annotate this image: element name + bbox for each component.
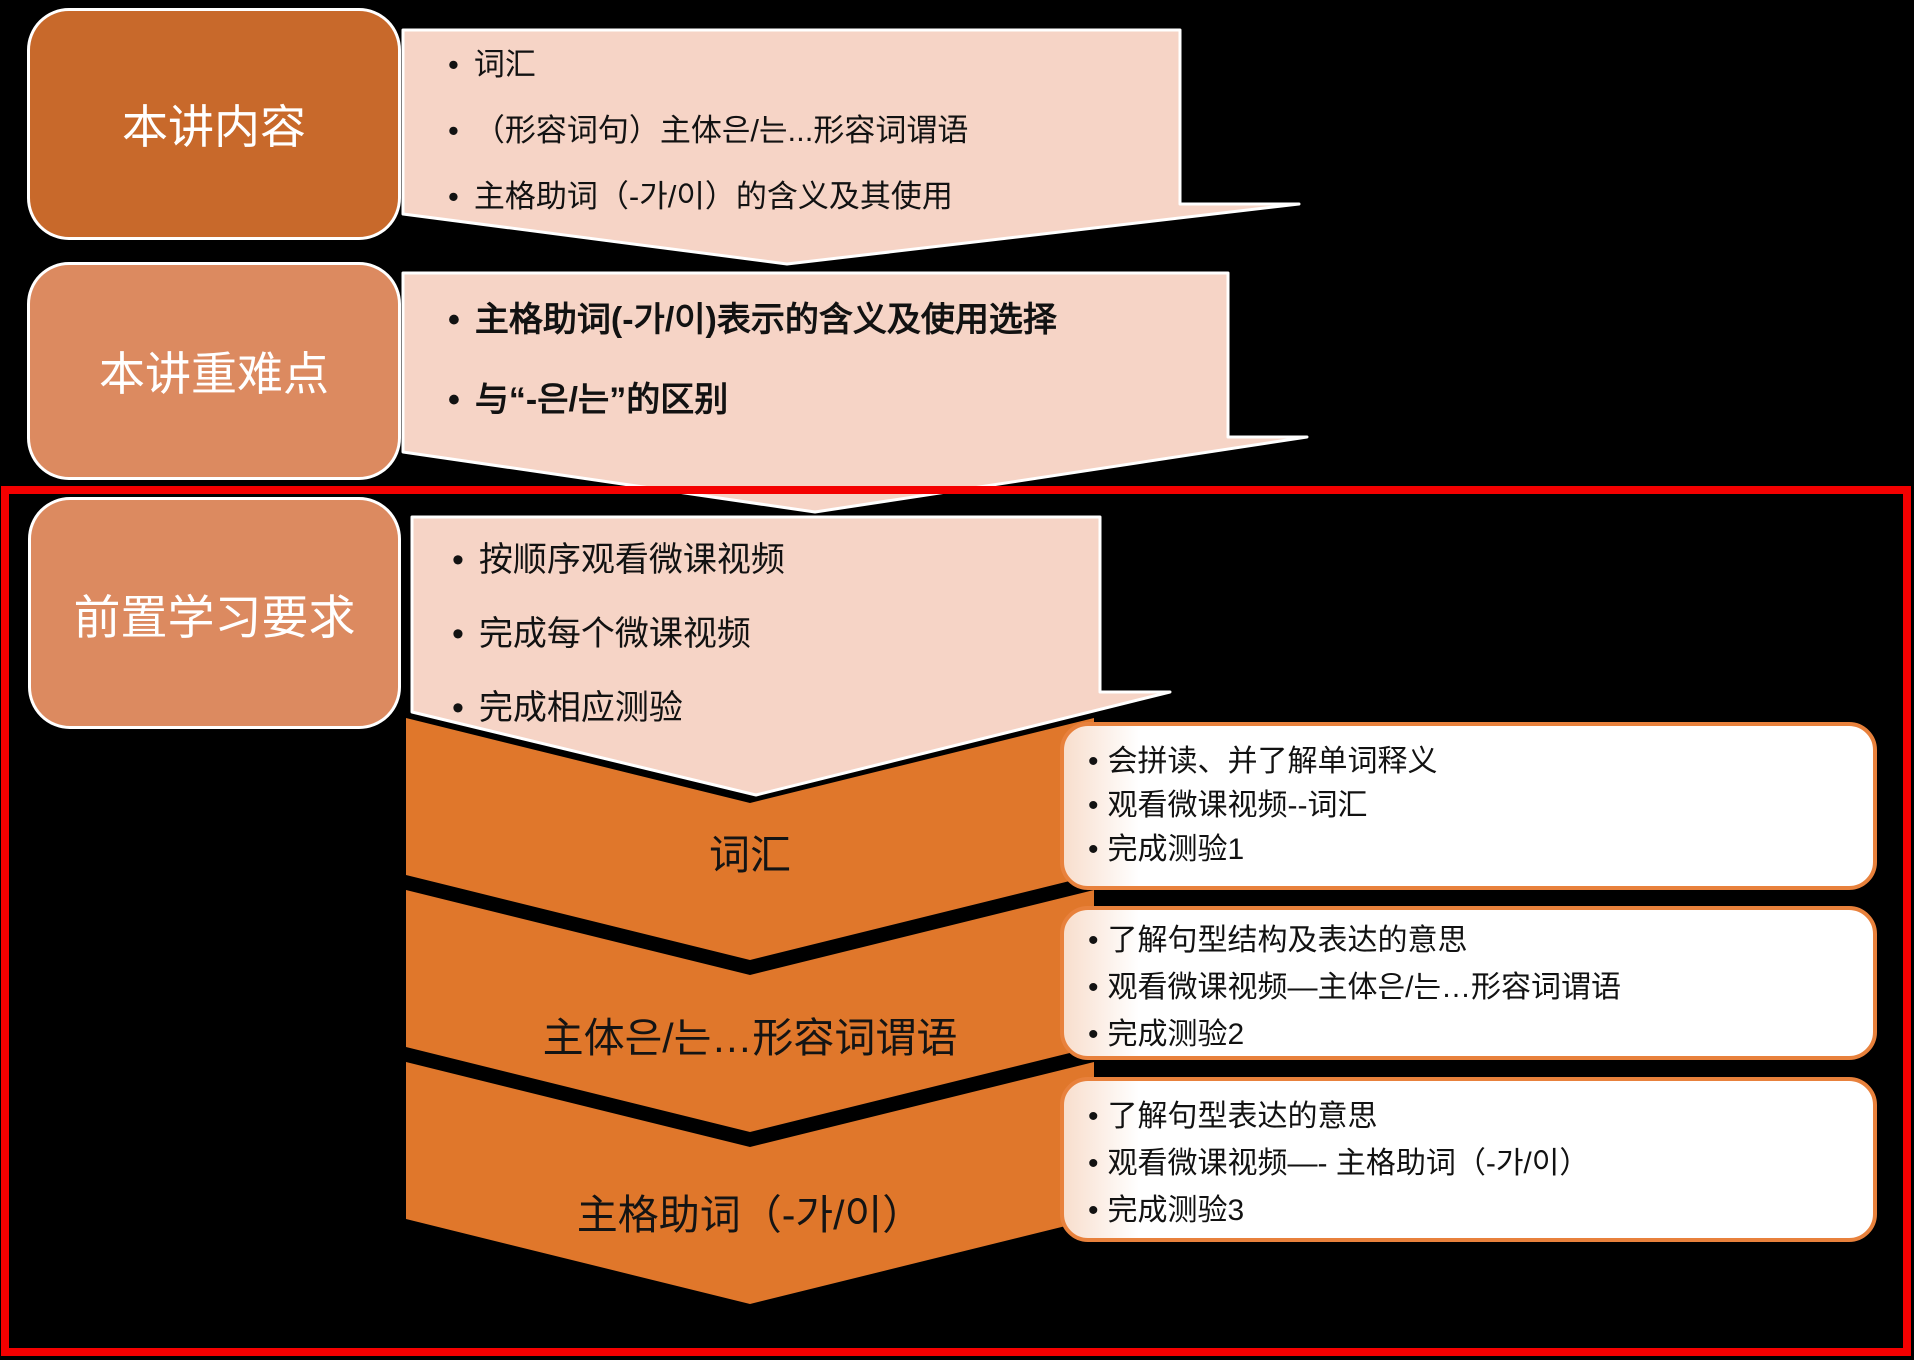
callout-bullet: 完成相应测验 bbox=[452, 671, 785, 745]
detail-bullet: 完成测验3 bbox=[1088, 1187, 1849, 1234]
chevron-particle-label: 主格助词（-가/이） bbox=[576, 1192, 924, 1238]
lecture-keypoints-label: 本讲重难点 bbox=[99, 348, 329, 400]
keypoints-callout-bullets: 主格助词(-가/이)表示的含义及使用选择 与“-은/는”的区别 bbox=[448, 280, 1057, 440]
callout-bullet: 与“-은/는”的区别 bbox=[448, 360, 1057, 440]
callout-bullet: 词汇 bbox=[448, 32, 968, 98]
chevron-subject-shape bbox=[406, 890, 1094, 1132]
chevron-vocab-label: 词汇 bbox=[709, 832, 791, 878]
lecture-keypoints-box: 本讲重难点 bbox=[27, 262, 401, 480]
detail-bullet: 完成测验1 bbox=[1088, 828, 1849, 872]
detail-bullet: 观看微课视频—- 主格助词（-가/이） bbox=[1088, 1140, 1849, 1187]
detail-bullet: 了解句型表达的意思 bbox=[1088, 1093, 1849, 1140]
detail-bullet: 观看微课视频--词汇 bbox=[1088, 784, 1849, 828]
prereq-callout-bullets: 按顺序观看微课视频 完成每个微课视频 完成相应测验 bbox=[452, 523, 785, 745]
content-callout-bullets: 词汇 （形容词句）主体은/는...形容词谓语 主格助词（-가/이）的含义及其使用 bbox=[448, 32, 969, 230]
lecture-content-label: 本讲内容 bbox=[122, 101, 306, 153]
lecture-content-box: 本讲内容 bbox=[27, 8, 401, 240]
particle-detail-box: 了解句型表达的意思 观看微课视频—- 主格助词（-가/이） 完成测验3 bbox=[1060, 1077, 1877, 1242]
prereq-requirements-box: 前置学习要求 bbox=[28, 497, 401, 729]
callout-bullet: 主格助词（-가/이）的含义及其使用 bbox=[448, 164, 968, 230]
prereq-requirements-label: 前置学习要求 bbox=[73, 590, 356, 644]
callout-bullet: 完成每个微课视频 bbox=[452, 597, 785, 671]
detail-bullet: 完成测验2 bbox=[1088, 1011, 1849, 1058]
chevron-vocab-shape bbox=[406, 718, 1094, 960]
chevron-particle-shape bbox=[406, 1062, 1094, 1304]
detail-bullet: 了解句型结构及表达的意思 bbox=[1088, 917, 1849, 964]
callout-bullet: （形容词句）主体은/는...形容词谓语 bbox=[448, 98, 969, 164]
vocab-detail-box: 会拼读、并了解单词释义 观看微课视频--词汇 完成测验1 bbox=[1060, 722, 1877, 890]
detail-bullet: 观看微课视频—主体은/는…形容词谓语 bbox=[1088, 964, 1849, 1011]
highlight-red-frame bbox=[1, 486, 1911, 1356]
detail-bullet: 会拼读、并了解单词释义 bbox=[1088, 740, 1849, 784]
chevron-subject-label: 主体은/는…形容词谓语 bbox=[542, 1015, 958, 1061]
callout-bullet: 按顺序观看微课视频 bbox=[452, 523, 785, 597]
callout-bullet: 主格助词(-가/이)表示的含义及使用选择 bbox=[448, 280, 1057, 360]
subject-detail-box: 了解句型结构及表达的意思 观看微课视频—主体은/는…形容词谓语 完成测验2 bbox=[1060, 906, 1877, 1060]
